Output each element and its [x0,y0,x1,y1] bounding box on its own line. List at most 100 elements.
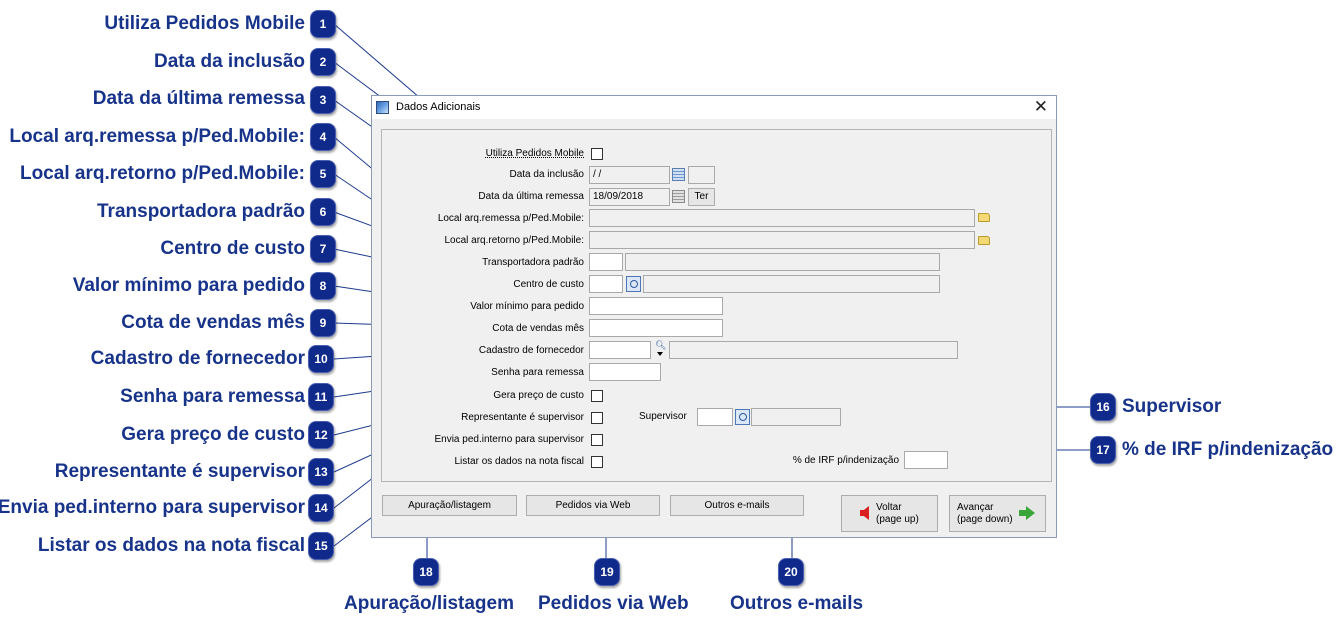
data-inclusao-field[interactable]: / / [589,166,670,184]
badge-5: 5 [310,160,336,188]
avancar-label-line2: (page down) [957,514,1013,525]
supervisor-code-field[interactable] [697,408,733,426]
annotation-label-15: Listar os dados na nota fiscal [37,535,305,556]
annotation-label-7: Centro de custo [160,238,305,259]
representante-supervisor-label: Representante é supervisor [461,412,584,423]
annotation-label-5: Local arq.retorno p/Ped.Mobile: [19,163,305,184]
pedidos-via-web-button[interactable]: Pedidos via Web [526,495,660,516]
badge-9: 9 [310,309,336,337]
folder-icon[interactable] [978,236,990,245]
voltar-label: Voltar (page up) [876,502,919,526]
badge-20: 20 [778,558,804,586]
annotation-label-10: Cadastro de fornecedor [90,348,305,369]
envia-ped-checkbox[interactable] [591,434,603,446]
annotation-label-11: Senha para remessa [120,386,305,407]
badge-12: 12 [308,421,334,449]
data-inclusao-day-field [688,166,715,184]
transportadora-code-field[interactable] [589,253,623,271]
annotation-label-12: Gera preço de custo [121,424,305,445]
data-ultima-day-button[interactable]: Ter [688,188,715,206]
local-remessa-label: Local arq.remessa p/Ped.Mobile: [437,213,584,224]
avancar-label: Avançar (page down) [957,502,1013,526]
calendar-icon-disabled [672,190,685,203]
listar-dados-label: Listar os dados na nota fiscal [454,456,584,467]
avancar-button[interactable]: Avançar (page down) [949,495,1046,532]
outros-emails-button[interactable]: Outros e-mails [670,495,804,516]
annotation-label-20: Outros e-mails [730,593,864,614]
annotation-label-8: Valor mínimo para pedido [72,275,305,296]
annotation-label-2: Data da inclusão [154,51,305,72]
chevron-down-icon[interactable] [657,352,663,356]
arrow-left-icon [860,506,869,520]
annotation-label-4: Local arq.remessa p/Ped.Mobile: [9,126,305,147]
annotation-label-17: % de IRF p/indenização [1122,439,1334,460]
dados-adicionais-window: Dados Adicionais ✕ Utiliza Pedidos Mobil… [371,95,1057,538]
app-icon [376,101,389,114]
annotation-label-16: Supervisor [1122,396,1222,417]
badge-10: 10 [308,345,334,373]
search-dropdown-icon[interactable]: 🔍︎ [655,340,667,350]
badge-2: 2 [310,48,336,76]
local-remessa-field[interactable] [589,209,975,227]
search-icon[interactable] [626,276,641,292]
local-retorno-field[interactable] [589,231,975,249]
annotation-label-1: Utiliza Pedidos Mobile [104,13,305,34]
listar-dados-checkbox[interactable] [591,456,603,468]
representante-supervisor-checkbox[interactable] [591,412,603,424]
irf-label: % de IRF p/indenização [792,455,899,466]
data-ultima-field[interactable]: 18/09/2018 [589,188,670,206]
transportadora-label: Transportadora padrão [482,257,584,268]
badge-7: 7 [310,235,336,263]
senha-remessa-field[interactable] [589,363,661,381]
avancar-label-line1: Avançar [957,502,994,513]
badge-8: 8 [310,272,336,300]
valor-minimo-label: Valor mínimo para pedido [470,301,584,312]
title-bar[interactable]: Dados Adicionais ✕ [372,96,1056,119]
voltar-button[interactable]: Voltar (page up) [841,495,938,532]
transportadora-name-field [625,253,940,271]
supervisor-name-field [751,408,841,426]
cadastro-fornecedor-name-field [669,341,958,359]
badge-13: 13 [308,458,334,486]
annotation-label-9: Cota de vendas mês [121,312,305,333]
form-panel [381,129,1052,482]
supervisor-label: Supervisor [639,411,687,422]
badge-11: 11 [308,383,334,411]
voltar-label-line2: (page up) [876,514,919,525]
data-ultima-label: Data da última remessa [478,191,584,202]
irf-field[interactable] [904,451,948,469]
badge-18: 18 [413,558,439,586]
folder-icon[interactable] [978,213,990,222]
cota-vendas-field[interactable] [589,319,723,337]
gera-preco-checkbox[interactable] [591,390,603,402]
cadastro-fornecedor-field[interactable] [589,341,651,359]
close-icon[interactable]: ✕ [1033,97,1048,116]
badge-1: 1 [310,10,336,38]
badge-14: 14 [308,494,334,522]
centro-custo-code-field[interactable] [589,275,623,293]
annotation-label-3: Data da última remessa [92,88,305,109]
annotation-label-14: Envia ped.interno para supervisor [0,497,305,518]
annotation-label-13: Representante é supervisor [54,461,305,482]
cota-vendas-label: Cota de vendas mês [492,323,584,334]
badge-4: 4 [310,123,336,151]
annotation-label-18: Apuração/listagem [344,593,514,614]
utiliza-mobile-label: Utiliza Pedidos Mobile [485,148,584,159]
arrow-right-icon [1019,506,1035,520]
badge-15: 15 [308,532,334,560]
gera-preco-label: Gera preço de custo [493,390,584,401]
envia-ped-label: Envia ped.interno para supervisor [434,434,584,445]
senha-remessa-label: Senha para remessa [491,367,584,378]
local-retorno-label: Local arq.retorno p/Ped.Mobile: [444,235,584,246]
valor-minimo-field[interactable] [589,297,723,315]
data-inclusao-label: Data da inclusão [509,169,585,180]
annotation-label-6: Transportadora padrão [97,201,305,222]
calendar-icon[interactable] [672,168,685,181]
utiliza-mobile-checkbox[interactable] [591,148,603,160]
badge-16: 16 [1090,393,1116,421]
badge-3: 3 [310,86,336,114]
badge-17: 17 [1090,436,1116,464]
cadastro-fornecedor-label: Cadastro de fornecedor [478,345,584,356]
search-icon[interactable] [735,409,750,425]
apuracao-listagem-button[interactable]: Apuração/listagem [382,495,517,516]
